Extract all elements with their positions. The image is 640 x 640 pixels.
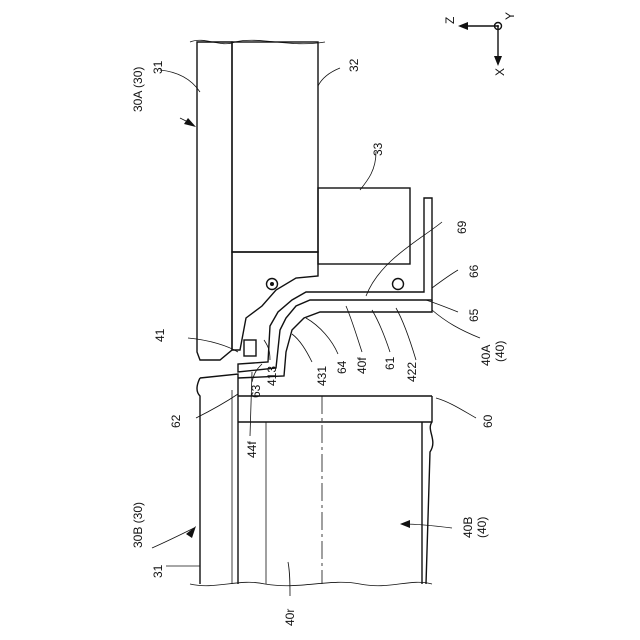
leader-lines xyxy=(152,68,480,596)
label-40B-sub: (40) xyxy=(475,517,489,538)
label-40f: 40f xyxy=(355,357,369,374)
label-69: 69 xyxy=(455,220,469,234)
member-32 xyxy=(232,42,318,252)
break-line-bottom xyxy=(190,582,432,585)
axis-z-label: Z xyxy=(443,17,457,24)
label-64: 64 xyxy=(335,360,349,374)
coordinate-axes: Z Y X xyxy=(443,12,517,76)
label-31-top: 31 xyxy=(151,60,165,74)
label-44f: 44f xyxy=(245,441,259,458)
member-30B xyxy=(197,374,238,584)
label-431: 431 xyxy=(315,366,329,386)
label-31-bottom: 31 xyxy=(151,564,165,578)
member-33 xyxy=(318,188,410,264)
label-62: 62 xyxy=(169,414,183,428)
label-40r: 40r xyxy=(283,609,297,626)
reference-labels: 31 32 30A (30) 33 69 66 65 40A (40) 41 4… xyxy=(131,58,507,626)
label-30A: 30A (30) xyxy=(131,67,145,112)
label-40A-sub: (40) xyxy=(493,341,507,362)
label-41: 41 xyxy=(153,328,167,342)
label-60: 60 xyxy=(481,414,495,428)
axis-x-label: X xyxy=(493,68,507,76)
label-61: 61 xyxy=(383,356,397,370)
label-30B: 30B (30) xyxy=(131,502,145,548)
label-422: 422 xyxy=(405,362,419,382)
label-63: 63 xyxy=(249,384,263,398)
member-31-upper xyxy=(197,42,232,360)
label-40B: 40B xyxy=(461,517,475,538)
label-32: 32 xyxy=(347,58,361,72)
member-40B-body xyxy=(238,396,433,584)
seal-block xyxy=(232,252,404,350)
axis-y-label: Y xyxy=(503,12,517,20)
label-413: 413 xyxy=(265,366,279,386)
label-65: 65 xyxy=(467,308,481,322)
label-66: 66 xyxy=(467,264,481,278)
label-33: 33 xyxy=(371,142,385,156)
label-40A: 40A xyxy=(479,345,493,366)
